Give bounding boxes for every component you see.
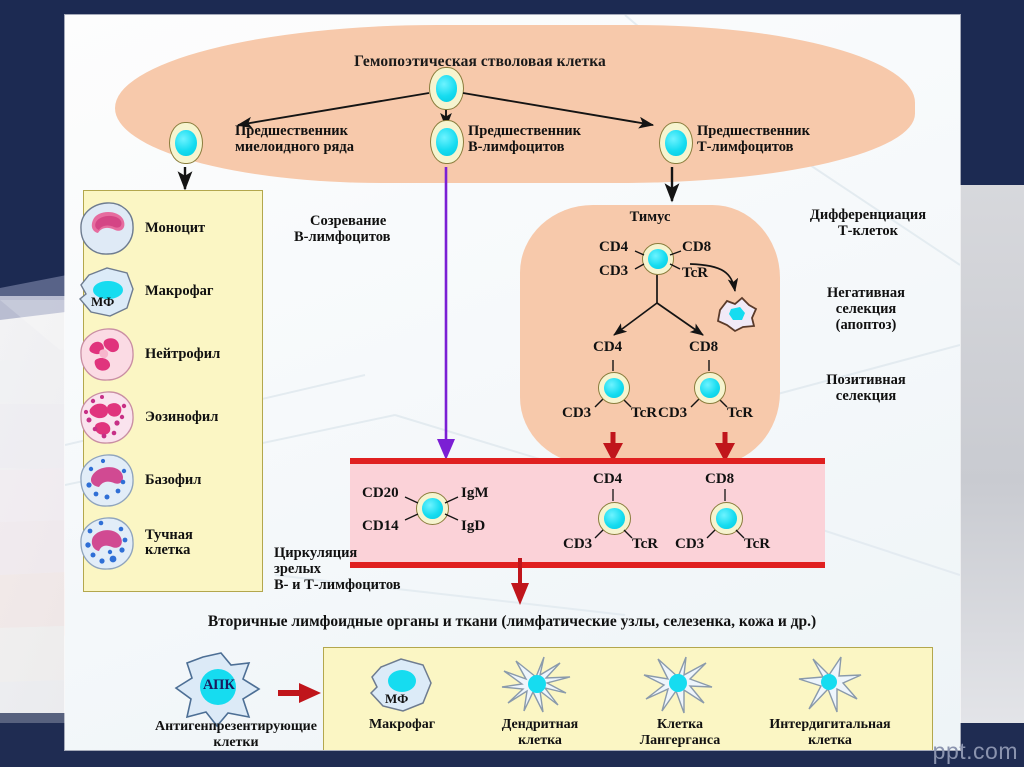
mast-cell — [80, 517, 134, 570]
b-cell-cd20-label: CD20 — [362, 485, 399, 501]
t-progenitor-label: Предшественник Т-лимфоцитов — [697, 123, 811, 156]
myeloid-row-basophil: Базофил — [73, 449, 241, 512]
background-right-gradient — [960, 185, 1024, 723]
interdigitating-cell — [798, 656, 862, 713]
bone-marrow-region — [115, 25, 915, 183]
diagram-panel: Гемопоэтическая стволовая клетка — [65, 15, 960, 750]
secondary-caption-langerhans: Клетка Лангерганса — [639, 717, 721, 748]
myeloid-progenitor-label: Предшественник миелоидного ряда — [235, 123, 354, 156]
marrow-title: Гемопоэтическая стволовая клетка — [354, 53, 606, 70]
myeloid-label-monocyte: Моноцит — [145, 219, 206, 236]
myeloid-label-macrophage: Макрофаг — [145, 282, 214, 299]
thymus-cd8-tcr-label: TcR — [727, 405, 754, 421]
t-lymphocyte-progenitor-cell — [659, 122, 693, 164]
b-lymphocyte-progenitor-cell — [430, 120, 464, 164]
macrophage-cell — [369, 658, 432, 712]
positive-selection-label: Позитивная селекция — [826, 372, 906, 405]
precursor-tcr-label: TcR — [682, 265, 709, 281]
myeloid-label-basophil: Базофил — [145, 471, 202, 488]
watermark: ppt.com — [932, 738, 1018, 764]
macrophage-cell — [79, 267, 134, 317]
secondary-caption-dendritic: Дендритная клетка — [501, 717, 579, 748]
apc-cell — [174, 652, 261, 728]
eosinophil-cell — [80, 391, 134, 444]
dendritic-cell — [501, 656, 571, 713]
basophil-cell — [80, 454, 134, 507]
circ-cd4-tcr-label: TcR — [632, 536, 659, 552]
mature-cd8-t-cell — [710, 502, 743, 535]
precursor-cd8-label: CD8 — [682, 239, 712, 255]
b-maturation-label: Созревание В-лимфоцитов — [294, 213, 391, 246]
secondary-caption-macrophage: Макрофаг — [368, 717, 436, 732]
myeloid-row-eosinophil: Эозинофил — [73, 386, 241, 449]
thymus-cd8-cell — [694, 372, 726, 404]
thymus-title: Тимус — [629, 209, 671, 225]
apc-caption: Антигенпрезентирующие клетки — [155, 719, 317, 750]
neutrophil-cell — [80, 328, 134, 381]
thymus-cd4-tcr-label: TcR — [631, 405, 658, 421]
hematopoietic-stem-cell — [429, 67, 464, 110]
mature-b-lymphocyte-cell — [416, 492, 449, 525]
b-cell-igm-label: IgM — [461, 485, 489, 501]
secondary-caption-interdigitating: Интердигитальная клетка — [769, 717, 891, 748]
b-cell-igd-label: IgD — [461, 518, 486, 534]
thymocyte-precursor-cell — [642, 243, 674, 275]
secondary-organs-title: Вторичные лимфоидные органы и ткани (лим… — [207, 613, 817, 630]
monocyte-cell — [80, 202, 134, 255]
differentiation-label: Дифференциация Т-клеток — [809, 207, 927, 240]
circ-cd8-cd3-label: CD3 — [675, 536, 705, 552]
myeloid-label-neutrophil: Нейтрофил — [145, 345, 221, 362]
thymus-cd4-cd3-label: CD3 — [562, 405, 592, 421]
mature-cd4-t-cell — [598, 502, 631, 535]
myeloid-progenitor-cell — [169, 122, 203, 164]
myeloid-row-neutrophil: Нейтрофил — [73, 323, 241, 386]
circulation-caption: Циркуляция зрелых В- и Т-лимфоцитов — [274, 545, 401, 594]
circ-cd4-top-label: CD4 — [593, 471, 623, 487]
myeloid-row-macrophage: МФ Макрофаг — [73, 260, 241, 323]
circ-cd8-tcr-label: TcR — [744, 536, 771, 552]
apc-inner-label: АПК — [203, 677, 235, 693]
b-progenitor-label: Предшественник В-лимфоцитов — [468, 123, 582, 156]
precursor-cd4-label: CD4 — [599, 239, 629, 255]
circ-cd4-cd3-label: CD3 — [563, 536, 593, 552]
myeloid-row-monocyte: Моноцит — [73, 197, 241, 260]
negative-selection-label: Негативная селекция (апоптоз) — [827, 285, 905, 334]
thymus-cd8-top-label: CD8 — [689, 339, 719, 355]
precursor-cd3-label: CD3 — [599, 263, 629, 279]
b-cell-cd14-label: CD14 — [362, 518, 399, 534]
macrophage-inner-label: МФ — [385, 691, 409, 706]
thymus-cd8-cd3-label: CD3 — [658, 405, 688, 421]
circ-cd8-top-label: CD8 — [705, 471, 735, 487]
apoptotic-cell — [716, 296, 758, 333]
langerhans-cell — [643, 656, 713, 714]
thymus-cd4-cell — [598, 372, 630, 404]
thymus-cd4-top-label: CD4 — [593, 339, 623, 355]
macrophage-inner-label: МФ — [91, 294, 115, 309]
myeloid-label-eosinophil: Эозинофил — [145, 408, 219, 425]
